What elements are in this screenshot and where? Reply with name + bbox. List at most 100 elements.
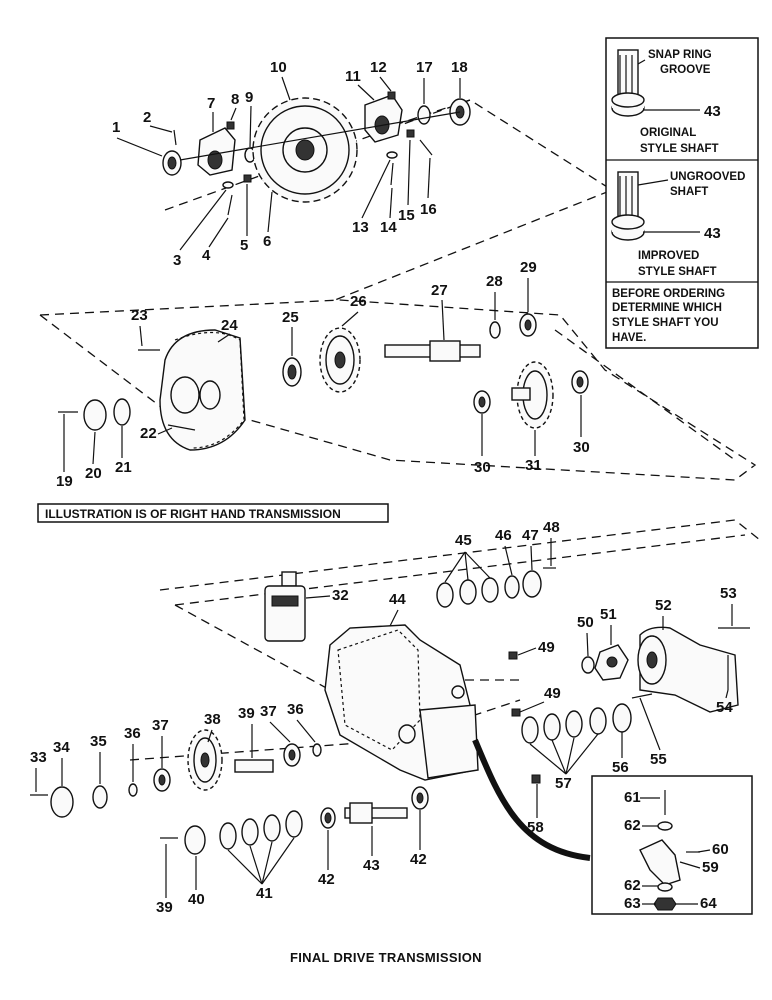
part-21-seal	[113, 398, 131, 426]
part-4-bolt	[227, 194, 233, 216]
part-label-56: 56	[612, 759, 629, 776]
part-label-16: 16	[420, 201, 437, 218]
lower-housing-group	[30, 567, 750, 861]
part-label-44: 44	[389, 591, 406, 608]
leader-line	[444, 551, 466, 583]
part-label-37: 37	[260, 703, 277, 720]
part-42-bearing-left	[320, 807, 336, 829]
part-label-10: 10	[270, 59, 287, 76]
leader-line	[207, 729, 213, 743]
part-label-21: 21	[115, 459, 132, 476]
part-label-11: 11	[345, 68, 361, 85]
leader-line	[389, 609, 399, 627]
part-59-bracket	[639, 839, 681, 886]
part-label-53: 53	[720, 585, 737, 602]
snap-ring-text-2: GROOVE	[660, 64, 711, 76]
part-26-gear	[319, 327, 361, 393]
part-52-motor	[637, 626, 739, 713]
part-label-14: 14	[380, 219, 397, 236]
part-11-bearing-block	[364, 94, 403, 143]
leader-line	[157, 427, 173, 435]
leader-line	[249, 105, 252, 148]
svg-text:UNGROOVED SHAFT: UNGROOVED SHAFT	[670, 171, 749, 198]
leader-line	[267, 191, 273, 233]
part-29-bearing-right	[571, 370, 589, 394]
part-25-bearing	[282, 357, 302, 387]
part-55-bolt	[631, 693, 653, 699]
leader-line	[261, 837, 295, 885]
part-label-60: 60	[712, 841, 729, 858]
part-29-bearing-left	[473, 390, 491, 414]
part-41-shims	[219, 810, 303, 850]
part-10-sprocket	[252, 97, 358, 203]
middle-gear-group	[58, 313, 589, 451]
part-35-ring-left	[128, 783, 138, 797]
leader-line	[379, 76, 392, 92]
part-36-bearing-left	[153, 768, 171, 792]
leader-line	[281, 76, 291, 101]
part-label-55: 55	[650, 751, 667, 768]
part-label-33: 33	[30, 749, 47, 766]
leader-line	[427, 157, 431, 199]
leader-line	[139, 325, 143, 347]
leader-line	[208, 217, 229, 248]
part-34-seal	[92, 785, 108, 809]
part-8-nut	[226, 121, 235, 130]
original-text-1: ORIGINAL	[640, 127, 696, 139]
bracket-inset	[591, 775, 753, 915]
inset-part-43-original: 43	[704, 103, 721, 120]
svg-text:ORIGINAL STYLE SHAFT: ORIGINAL STYLE SHAFT	[640, 127, 719, 155]
part-47-cap	[522, 570, 542, 598]
part-label-59: 59	[702, 859, 719, 876]
part-label-22: 22	[140, 425, 157, 442]
leader-line	[230, 107, 237, 121]
part-38-shaft	[234, 759, 274, 773]
part-3-washer	[222, 181, 234, 189]
part-label-24: 24	[221, 317, 238, 334]
part-5-nut	[243, 174, 252, 183]
leader-line	[296, 719, 316, 743]
leader-lines	[35, 76, 733, 905]
top-sprocket-group	[162, 91, 471, 216]
part-58-fitting	[531, 774, 541, 784]
part-35-ring-right	[312, 743, 322, 757]
part-2-pin	[173, 129, 177, 146]
leader-line	[149, 125, 173, 133]
leader-line	[357, 84, 375, 101]
original-style-shaft	[611, 49, 700, 117]
part-label-39: 39	[238, 705, 255, 722]
ordering-text-3: STYLE SHAFT YOU	[612, 317, 719, 329]
part-24-side-plate	[159, 329, 246, 451]
part-56-cap	[612, 703, 632, 733]
part-label-19: 19	[56, 473, 73, 490]
diagram-title: FINAL DRIVE TRANSMISSION	[290, 950, 482, 965]
part-label-30: 30	[474, 459, 491, 476]
leader-line	[519, 701, 545, 713]
ordering-text-2: DETERMINE WHICH	[612, 302, 722, 314]
part-27-shaft	[384, 340, 481, 362]
leader-line	[639, 697, 661, 751]
part-45-shims	[436, 577, 499, 608]
part-label-6: 6	[263, 233, 271, 250]
part-label-29: 29	[520, 259, 537, 276]
leader-line	[269, 721, 291, 743]
part-label-31: 31	[525, 457, 542, 474]
part-50-seal	[581, 656, 595, 674]
improved-text-1: IMPROVED	[638, 250, 699, 262]
part-label-15: 15	[398, 207, 415, 224]
leader-line	[341, 311, 359, 327]
part-62-washer-bottom	[657, 882, 673, 892]
leader-line	[92, 431, 96, 465]
leader-line	[725, 689, 729, 699]
part-label-7: 7	[207, 95, 215, 112]
ungrooved-text-2: SHAFT	[670, 186, 708, 198]
leader-line	[441, 299, 445, 341]
part-label-63: 63	[624, 895, 641, 912]
snap-ring-leader	[637, 59, 646, 65]
part-62-washer-top	[657, 821, 673, 831]
leader-line	[361, 159, 391, 219]
ordering-text-4: HAVE.	[612, 332, 646, 344]
part-label-48: 48	[543, 519, 560, 536]
